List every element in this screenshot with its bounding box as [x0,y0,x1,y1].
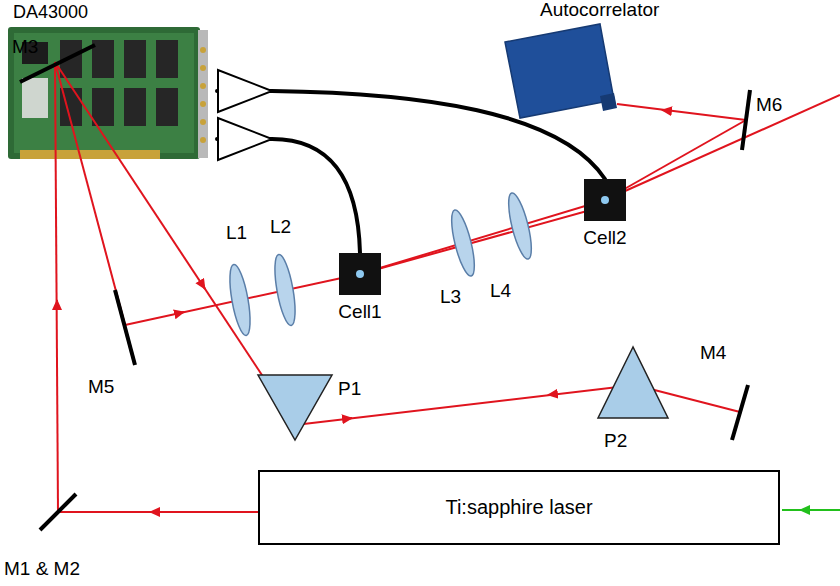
pump-arrow [800,509,808,511]
sample-cell: Cell1 [330,253,390,322]
node-label: Cell2 [575,227,635,248]
part-label: L3 [440,286,461,307]
amplifier-symbol [218,118,272,160]
part-label: P2 [604,430,627,451]
prism-symbol [258,375,332,440]
lens-symbol [226,191,536,337]
cell-body [584,179,626,221]
cell-window [356,270,364,278]
prism-symbol [598,347,668,418]
cell-body [339,253,381,295]
autocorrelator-node: Autocorrelator [490,0,670,125]
acquisition-card [8,27,208,159]
signal-cable [217,139,360,253]
node-label: Autocorrelator [490,0,670,20]
part-label: M5 [88,376,114,397]
node-label: Cell1 [330,301,390,322]
node-label: Ti:sapphire laser [445,497,592,518]
part-label: M1 & M2 [4,558,80,579]
node-label: DA43000 [5,2,217,23]
amplifier-symbol [218,70,272,112]
laser-beam [55,62,840,512]
sample-cell: Cell2 [575,179,635,248]
mirror-symbol [20,45,750,530]
cell-window [601,196,609,204]
part-label: M4 [700,342,726,363]
acquisition-card-node: DA43000 [5,2,217,162]
part-label: L1 [226,222,247,243]
part-label: M3 [12,36,38,57]
part-label: L2 [270,216,291,237]
pump-beam [782,509,840,511]
part-label: M6 [756,94,782,115]
part-label: P1 [338,378,361,399]
autocorrelator-body [505,24,617,118]
part-label: L4 [490,280,511,301]
laser-box: Ti:sapphire laser [258,470,780,545]
